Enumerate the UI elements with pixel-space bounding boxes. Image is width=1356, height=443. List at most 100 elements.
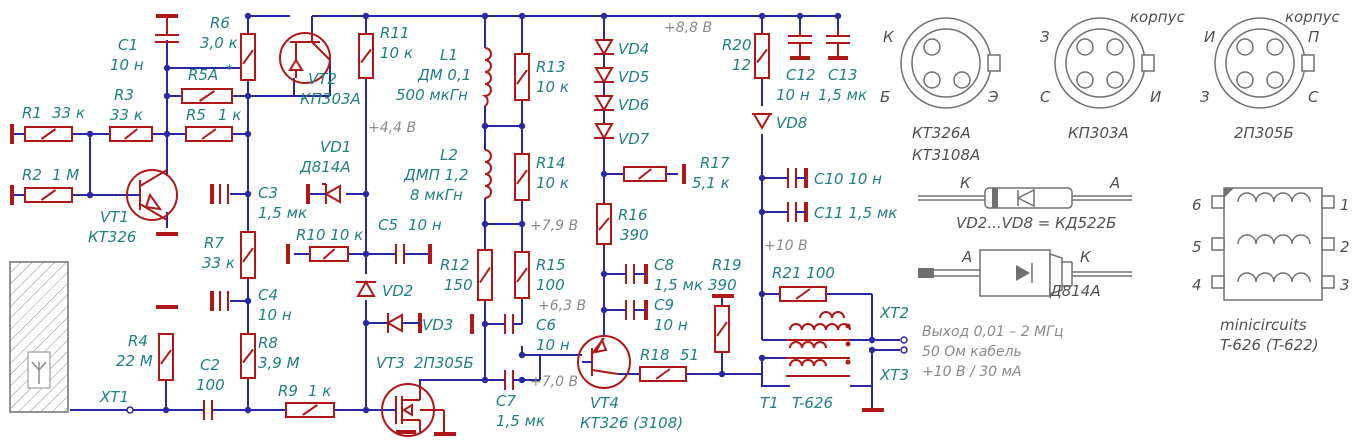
label-C12: C12 (786, 66, 816, 84)
resistor-R3 (109, 126, 153, 142)
d814-anode: А (961, 248, 972, 266)
label-R12: R12 (440, 256, 470, 274)
junction-dot (244, 92, 252, 100)
resistor-R12 (477, 249, 493, 301)
transistors (126, 32, 631, 437)
diode-VD6 (594, 95, 614, 124)
label-R18: R18 (640, 346, 670, 364)
label-R13: R13 (536, 58, 566, 76)
value-C7: 1,5 мк (496, 412, 545, 430)
value-VT4: КТ326 (3108) (580, 414, 683, 432)
label-XT2: XT2 (879, 304, 909, 322)
diodes (306, 39, 772, 333)
type-L1: ДМ 0,1 (417, 66, 471, 84)
pkg-pin-5: 5 (1192, 238, 1202, 256)
value-C4: 10 н (258, 306, 292, 324)
junction-dot (518, 351, 526, 359)
label-R21: R21 100 (772, 264, 835, 282)
resistor-R19 (714, 305, 730, 353)
value-R7: 33 к (202, 254, 235, 272)
label-C7: C7 (496, 392, 516, 410)
value-C2: 100 (196, 376, 225, 394)
value-C6: 10 н (536, 336, 570, 354)
junction-dot (362, 250, 370, 258)
junction-dot (758, 354, 766, 362)
junction-dots (86, 12, 876, 414)
transformer-package: 6 5 4 1 2 3 minicircuits T-626 (T-622) (1192, 187, 1350, 354)
pkg-pin-2: 2 (1340, 238, 1350, 256)
value-T1: T-626 (792, 394, 833, 412)
junction-dot (758, 174, 766, 182)
junction-dot (362, 319, 370, 327)
label-R2: R2 (22, 166, 42, 184)
label-VD4: VD4 (618, 40, 649, 58)
resistor-R17 (623, 166, 667, 182)
value-C5: 10 н (408, 216, 442, 234)
value-R3: 33 к (110, 106, 143, 124)
case-label-2p305: корпус (1285, 8, 1340, 26)
junction-dot (481, 122, 489, 130)
resistor-R21 (779, 286, 827, 302)
junction-dot (244, 130, 252, 138)
junction-dot (600, 270, 608, 278)
kd522-anode: А (1109, 174, 1120, 192)
junction-dot (162, 406, 170, 414)
value-R14: 10 к (536, 174, 569, 192)
value-R11: 10 к (380, 44, 413, 62)
resistor-R2 (24, 187, 73, 203)
pin-Z-kp303: З (1040, 28, 1050, 46)
resistor-R14 (514, 153, 530, 201)
value-R2: 1 М (52, 166, 79, 184)
value-C9: 10 н (654, 316, 688, 334)
resistor-R9 (285, 402, 335, 418)
junction-dot (518, 122, 526, 130)
voltage-6-3: +6,3 В (538, 298, 586, 314)
voltage-10: +10 В (764, 238, 808, 254)
pkg-pin-4: 4 (1192, 276, 1202, 294)
value-R17: 5,1 к (692, 174, 730, 192)
case-label-kp303: корпус (1130, 8, 1185, 26)
value-R5A: * (226, 63, 233, 78)
pin-K-kt326: К (883, 28, 895, 46)
value-R15: 100 (536, 276, 565, 294)
label-C4: C4 (258, 286, 278, 304)
junction-dot (163, 64, 171, 72)
inductors (481, 47, 492, 199)
value-VT2: КП303А (300, 90, 361, 108)
type-L2: ДМП 1,2 (403, 166, 469, 184)
junction-dot (481, 220, 489, 228)
label-R4: R4 (128, 332, 148, 350)
label-L2: L2 (440, 146, 458, 164)
output-note-line1: Выход 0,01 – 2 МГц (922, 324, 1063, 340)
junction-dot (86, 191, 94, 199)
value-L1: 500 мкГн (396, 86, 468, 104)
output-note: Выход 0,01 – 2 МГц 50 Ом кабель +10 В / … (922, 324, 1063, 380)
diode-VD4 (594, 39, 614, 68)
junction-dot (600, 306, 608, 314)
label-XT3: XT3 (879, 366, 909, 384)
resistor-R16 (596, 203, 612, 245)
label-R5A: R5A (188, 66, 218, 84)
junction-dot (758, 12, 766, 20)
junction-dot (718, 370, 726, 378)
output-note-line2: 50 Ом кабель (922, 344, 1022, 360)
label-R14: R14 (536, 154, 566, 172)
voltage-7-0: +7,0 В (530, 374, 578, 390)
value-C13: 1,5 мк (818, 86, 867, 104)
junction-dot (868, 336, 876, 344)
transformer-t1 (786, 311, 851, 377)
resistor-R5A (181, 88, 233, 104)
kd522-note: VD2...VD8 = КД522Б (956, 214, 1116, 232)
pin-E-kt326: Э (987, 88, 999, 106)
junction-dot (600, 12, 608, 20)
label-C10: C10 10 н (814, 170, 882, 188)
resistor-R1 (24, 126, 73, 142)
junction-dot (600, 170, 608, 178)
label-VD8: VD8 (776, 114, 807, 132)
voltage-7-9: +7,9 В (530, 218, 578, 234)
value-R19: 390 (708, 276, 737, 294)
label-VT2: VT2 (308, 70, 337, 88)
junction-dot (834, 12, 842, 20)
label-R5: R5 (186, 106, 206, 124)
value-C3: 1,5 мк (258, 204, 307, 222)
